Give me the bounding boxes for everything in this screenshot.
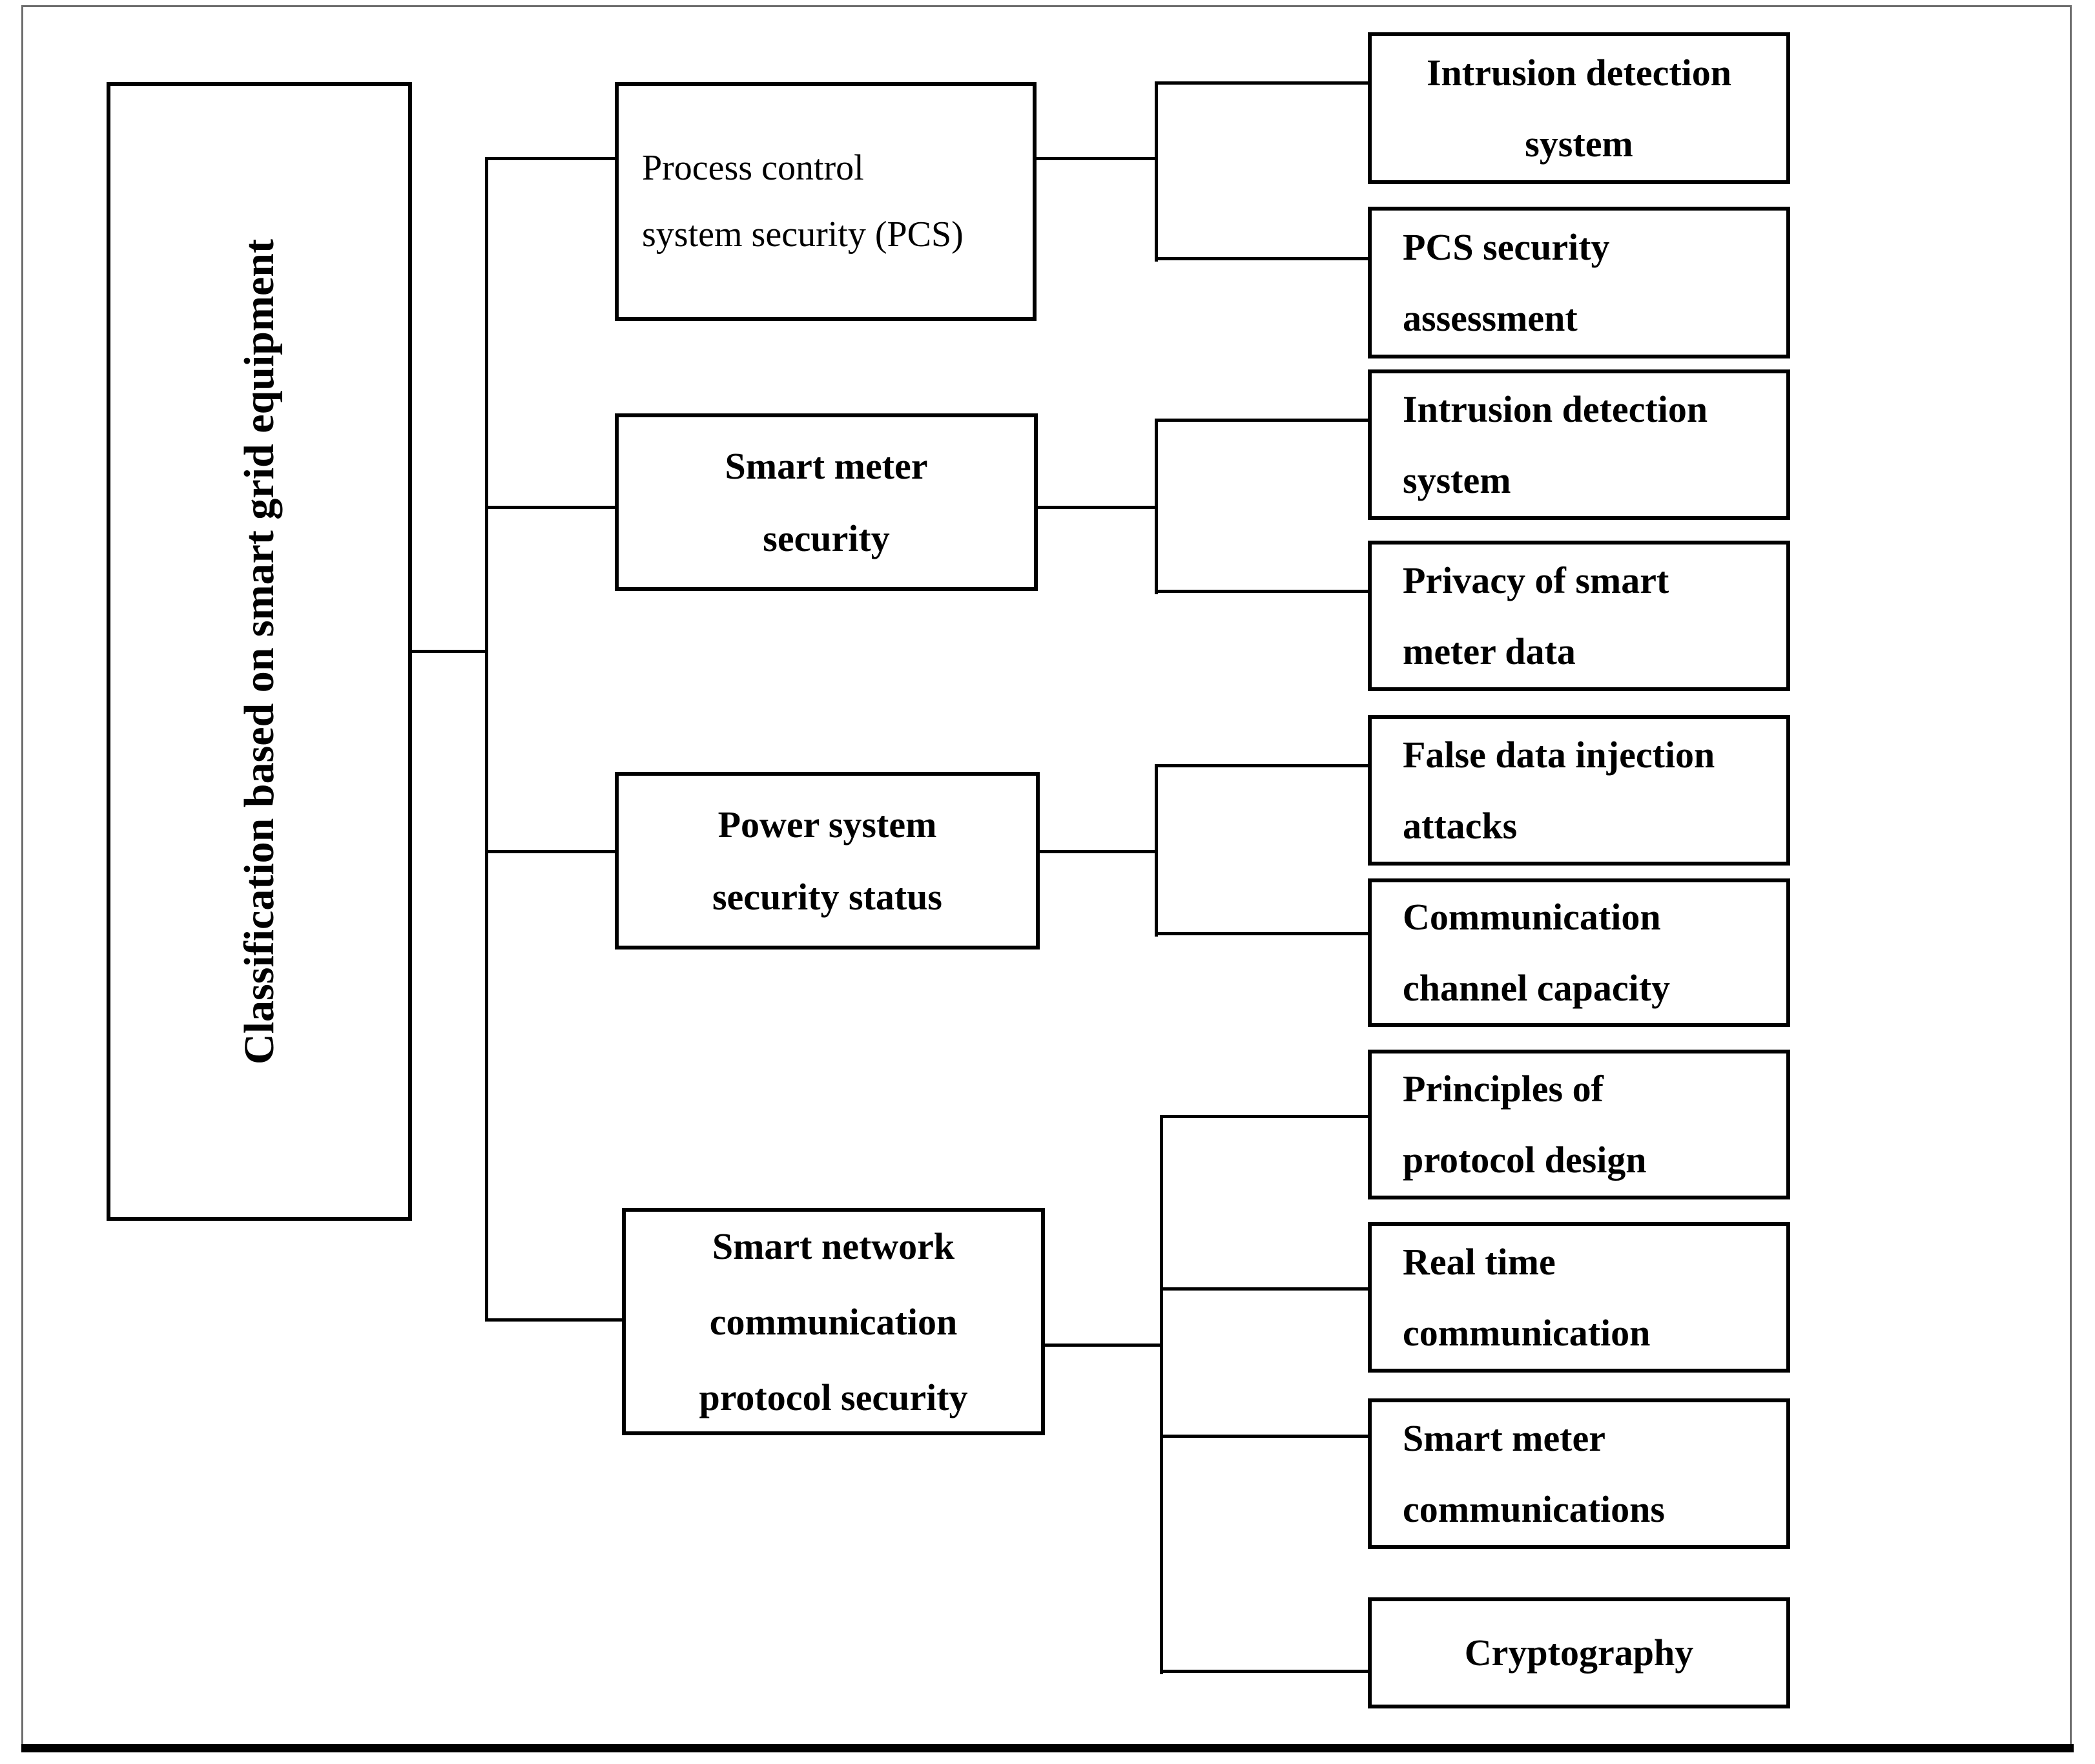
branch-label: Power system security status: [712, 803, 942, 918]
leaf-box-cryptography: Cryptography: [1368, 1597, 1790, 1708]
leaf-label: False data injection attacks: [1403, 733, 1715, 847]
connector-line: [485, 506, 615, 509]
leaf-box-privacy-of-smart-meter-data: Privacy of smart meter data: [1368, 541, 1790, 691]
leaf-box-false-data-injection-attacks: False data injection attacks: [1368, 715, 1790, 866]
connector-line: [485, 850, 615, 853]
connector-line: [1155, 81, 1158, 262]
branch-box-process-control-system-security: Process control system security (PCS): [615, 82, 1037, 321]
leaf-label: Real time communication: [1403, 1240, 1651, 1354]
connector-line: [412, 650, 486, 653]
leaf-label: Communication channel capacity: [1403, 896, 1671, 1009]
root-label: Classification based on smart grid equip…: [235, 238, 283, 1064]
leaf-box-real-time-communication: Real time communication: [1368, 1222, 1790, 1373]
connector-line: [1155, 764, 1158, 937]
leaf-label: Smart meter communications: [1403, 1416, 1665, 1530]
leaf-label: PCS security assessment: [1403, 225, 1610, 339]
branch-box-smart-network-communication-protocol-security: Smart network communication protocol sec…: [622, 1208, 1045, 1435]
connector-line: [1038, 506, 1156, 509]
connector-line: [1160, 1670, 1368, 1673]
connector-line: [1045, 1344, 1161, 1347]
branch-box-power-system-security-status: Power system security status: [615, 772, 1040, 949]
connector-line: [1155, 81, 1368, 85]
connector-line: [1155, 590, 1368, 593]
leaf-label: Privacy of smart meter data: [1403, 559, 1669, 672]
connector-line: [1160, 1115, 1163, 1674]
connector-line: [485, 1318, 622, 1322]
leaf-label: Intrusion detection system: [1426, 51, 1732, 165]
leaf-box-communication-channel-capacity: Communication channel capacity: [1368, 878, 1790, 1027]
leaf-box-intrusion-detection-system-1: Intrusion detection system: [1368, 32, 1790, 184]
connector-line: [1155, 257, 1368, 260]
figure-bottom-border: [21, 1744, 2074, 1752]
leaf-label: Cryptography: [1464, 1632, 1694, 1674]
leaf-label: Principles of protocol design: [1403, 1068, 1647, 1181]
connector-line: [1160, 1435, 1368, 1438]
leaf-box-intrusion-detection-system-2: Intrusion detection system: [1368, 369, 1790, 520]
branch-box-smart-meter-security: Smart meter security: [615, 413, 1038, 591]
branch-label: Smart network communication protocol sec…: [699, 1225, 968, 1418]
connector-line: [485, 157, 615, 160]
connector-line: [1160, 1287, 1368, 1291]
leaf-box-smart-meter-communications: Smart meter communications: [1368, 1398, 1790, 1549]
connector-line: [1155, 419, 1368, 422]
connector-line: [1155, 764, 1368, 767]
connector-line: [1160, 1115, 1368, 1118]
root-box-classification: Classification based on smart grid equip…: [107, 82, 412, 1221]
figure-frame: [21, 5, 2072, 1744]
connector-line: [1155, 419, 1158, 594]
leaf-label: Intrusion detection system: [1403, 388, 1708, 501]
connector-line: [1037, 157, 1157, 160]
connector-line: [1040, 850, 1156, 853]
leaf-box-principles-of-protocol-design: Principles of protocol design: [1368, 1050, 1790, 1199]
connector-line: [485, 157, 488, 1322]
branch-label: Smart meter security: [725, 444, 928, 559]
branch-label: Process control system security (PCS): [642, 148, 964, 254]
connector-line: [1155, 932, 1368, 935]
leaf-box-pcs-security-assessment: PCS security assessment: [1368, 207, 1790, 358]
